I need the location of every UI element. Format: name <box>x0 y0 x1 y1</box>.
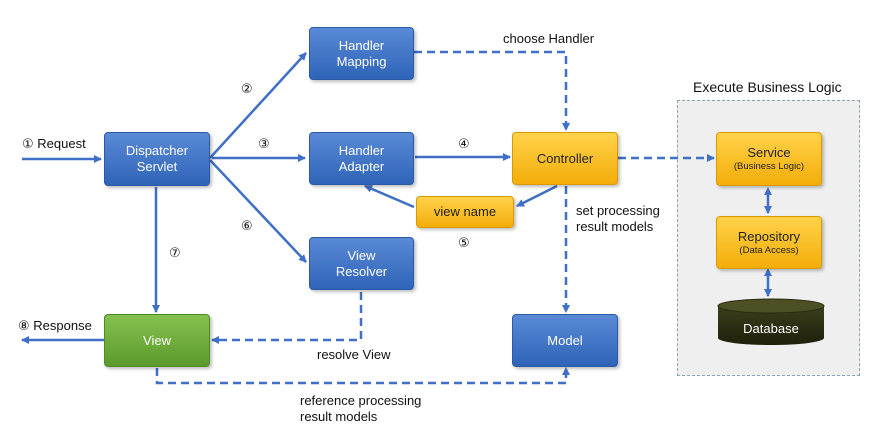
view-name-label: view name <box>433 204 497 219</box>
request-label: ① Request <box>22 136 86 151</box>
step-4: ④ <box>458 136 470 151</box>
view-resolver-label-2: Resolver <box>335 263 388 279</box>
handler-mapping-label-2: Mapping <box>336 53 387 69</box>
reference-label-1: reference processing <box>300 393 422 408</box>
resolve-view-arrow <box>211 292 363 344</box>
step-5: ⑤ <box>458 235 470 250</box>
set-processing-label-1: set processing <box>576 203 660 218</box>
model-label: Model <box>547 332 583 348</box>
handler-adapter-label-1: Handler <box>338 142 385 158</box>
set-processing-label-2: result models <box>576 219 654 234</box>
service-sublabel: (Business Logic) <box>733 161 805 172</box>
view-label: View <box>143 332 171 348</box>
reference-model-arrow <box>155 367 570 385</box>
view-resolver: View Resolver <box>309 237 414 290</box>
view-resolver-label-1: View <box>347 247 376 263</box>
response-label: ⑧ Response <box>18 318 92 333</box>
view: View <box>104 314 210 367</box>
model: Model <box>512 314 618 367</box>
controller: Controller <box>512 132 618 185</box>
arrow-controller-view-name <box>516 184 558 208</box>
choose-handler-label: choose Handler <box>503 31 595 46</box>
dispatcher-label-1: Dispatcher <box>125 143 189 158</box>
arrow-to-view-resolver <box>209 159 307 263</box>
reference-label-2: result models <box>300 409 378 424</box>
step-3: ③ <box>258 136 270 151</box>
panel-title: Execute Business Logic <box>693 79 842 95</box>
repository: Repository (Data Access) <box>716 216 822 269</box>
resolve-view-label: resolve View <box>317 347 391 362</box>
handler-mapping-label-1: Handler <box>338 37 385 53</box>
handler-adapter: Handler Adapter <box>309 132 414 185</box>
arrow-view-name-adapter <box>364 184 415 209</box>
handler-adapter-label-2: Adapter <box>338 158 385 174</box>
database-label: Database <box>743 321 799 336</box>
arrow-to-handler-mapping <box>209 52 307 159</box>
database <box>717 298 825 345</box>
step-6: ⑥ <box>241 218 253 233</box>
step-2: ② <box>241 81 253 96</box>
dispatcher-label-2: Servlet <box>136 159 178 174</box>
repository-label: Repository <box>737 228 801 244</box>
service-label: Service <box>747 145 791 160</box>
service: Service (Business Logic) <box>716 132 822 186</box>
step-7: ⑦ <box>169 245 181 260</box>
choose-handler-arrow <box>414 50 570 131</box>
repository-sublabel: (Data Access) <box>739 244 799 256</box>
handler-mapping: Handler Mapping <box>309 27 414 80</box>
dispatcher-servlet: Dispatcher Servlet <box>104 132 210 186</box>
view-name: view name <box>416 196 514 228</box>
controller-label: Controller <box>536 150 594 166</box>
